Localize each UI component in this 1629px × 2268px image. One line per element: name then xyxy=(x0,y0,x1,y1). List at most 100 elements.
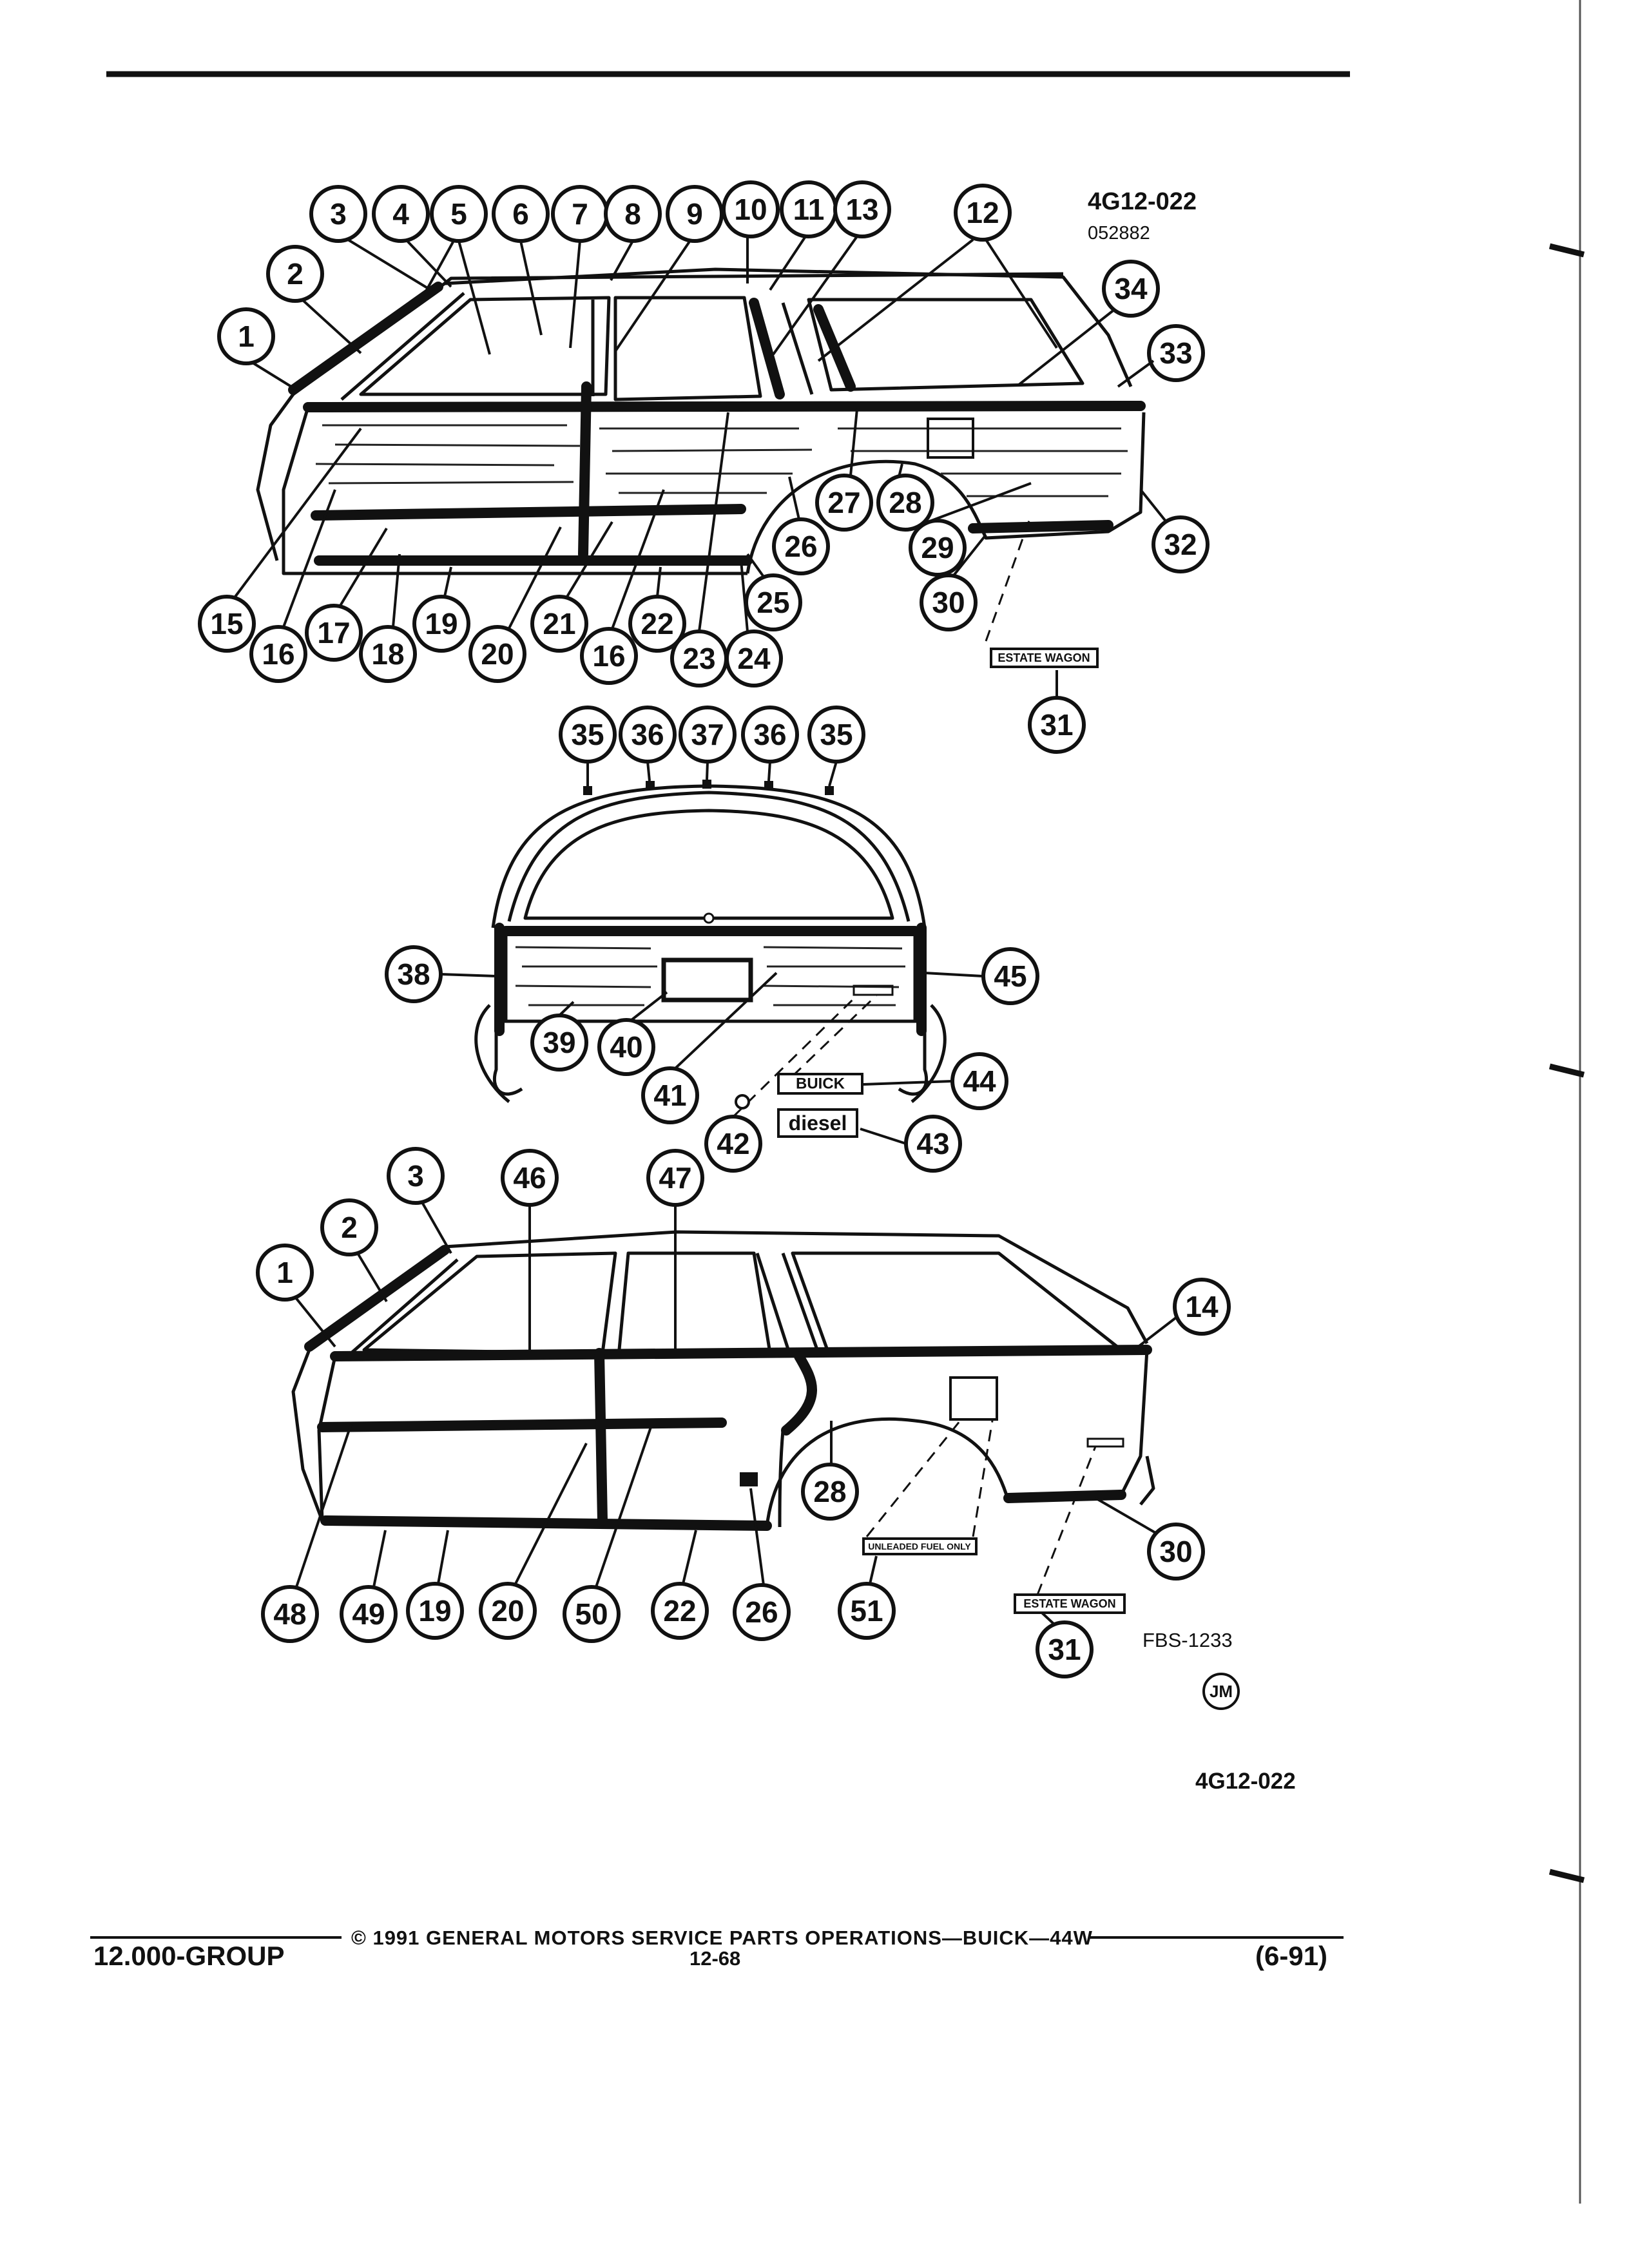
callout-15[interactable]: 15 xyxy=(198,595,256,653)
callout-24[interactable]: 24 xyxy=(725,629,783,687)
callout-18[interactable]: 18 xyxy=(359,625,417,683)
callout-39[interactable]: 39 xyxy=(530,1014,588,1072)
svg-text:46: 46 xyxy=(513,1161,546,1195)
callout-16b[interactable]: 16 xyxy=(580,627,638,685)
callout-36a[interactable]: 36 xyxy=(619,706,677,764)
svg-text:11: 11 xyxy=(793,193,825,226)
callout-34[interactable]: 34 xyxy=(1102,260,1160,318)
margin-mark xyxy=(1548,243,1585,258)
callout-37[interactable]: 37 xyxy=(679,706,737,764)
callout-26[interactable]: 26 xyxy=(772,517,830,575)
callout-13[interactable]: 13 xyxy=(833,180,891,238)
svg-text:28: 28 xyxy=(889,486,921,519)
callout-50[interactable]: 50 xyxy=(563,1585,621,1643)
callout-26-bottom[interactable]: 26 xyxy=(733,1583,791,1641)
callout-28-bottom[interactable]: 28 xyxy=(801,1463,859,1521)
callout-44[interactable]: 44 xyxy=(950,1052,1008,1110)
svg-text:47: 47 xyxy=(659,1161,691,1195)
callout-23[interactable]: 23 xyxy=(670,629,728,687)
svg-text:31: 31 xyxy=(1040,708,1073,742)
callout-1[interactable]: 1 xyxy=(217,307,275,365)
callout-12[interactable]: 12 xyxy=(954,184,1012,242)
estate-wagon-badge-bottom: ESTATE WAGON xyxy=(1014,1593,1126,1614)
svg-text:44: 44 xyxy=(963,1064,996,1098)
callout-8[interactable]: 8 xyxy=(604,185,662,243)
svg-text:40: 40 xyxy=(610,1030,642,1064)
callout-32[interactable]: 32 xyxy=(1152,515,1210,573)
svg-text:7: 7 xyxy=(572,197,588,231)
callout-14[interactable]: 14 xyxy=(1173,1278,1231,1336)
svg-text:19: 19 xyxy=(425,607,458,640)
footer-revision: (6-91) xyxy=(1255,1941,1328,1971)
callout-47[interactable]: 47 xyxy=(646,1149,704,1207)
callout-48[interactable]: 48 xyxy=(261,1585,319,1643)
callout-20-bottom[interactable]: 20 xyxy=(479,1582,537,1640)
callout-9[interactable]: 9 xyxy=(666,185,724,243)
callout-5[interactable]: 5 xyxy=(430,185,488,243)
svg-text:JM: JM xyxy=(1210,1682,1233,1701)
callout-7[interactable]: 7 xyxy=(551,185,609,243)
callout-30[interactable]: 30 xyxy=(920,573,978,631)
callout-27[interactable]: 27 xyxy=(815,474,873,532)
callout-31-bottom[interactable]: 31 xyxy=(1036,1620,1094,1678)
svg-text:1: 1 xyxy=(276,1256,293,1289)
svg-text:41: 41 xyxy=(653,1079,686,1112)
callout-22[interactable]: 22 xyxy=(628,595,686,653)
callout-35b[interactable]: 35 xyxy=(807,706,865,764)
callout-6[interactable]: 6 xyxy=(492,185,550,243)
callout-43[interactable]: 43 xyxy=(904,1115,962,1173)
callout-25[interactable]: 25 xyxy=(744,573,802,631)
callout-2[interactable]: 2 xyxy=(266,245,324,303)
unleaded-badge: UNLEADED FUEL ONLY xyxy=(862,1537,978,1555)
svg-text:19: 19 xyxy=(418,1594,451,1628)
svg-text:6: 6 xyxy=(512,197,529,231)
callout-51[interactable]: 51 xyxy=(838,1582,896,1640)
svg-text:39: 39 xyxy=(543,1026,575,1059)
callout-41[interactable]: 41 xyxy=(641,1066,699,1124)
top-callouts: 1 2 3 4 5 6 7 8 9 10 11 13 12 34 33 32 3… xyxy=(198,180,1210,754)
callout-42[interactable]: 42 xyxy=(704,1115,762,1173)
svg-text:34: 34 xyxy=(1114,272,1148,305)
svg-text:23: 23 xyxy=(682,642,715,675)
callout-20[interactable]: 20 xyxy=(468,625,526,683)
callout-45[interactable]: 45 xyxy=(981,947,1039,1005)
callout-17[interactable]: 17 xyxy=(305,604,363,662)
rear-callouts: 35 36 37 36 35 38 45 39 40 41 42 44 43 xyxy=(385,706,1039,1173)
callout-46[interactable]: 46 xyxy=(501,1149,559,1207)
callout-30-bottom[interactable]: 30 xyxy=(1147,1523,1205,1581)
bottom-side-view xyxy=(291,1230,1155,1531)
callout-28[interactable]: 28 xyxy=(876,474,934,532)
svg-text:43: 43 xyxy=(916,1127,949,1160)
callout-49[interactable]: 49 xyxy=(340,1585,398,1643)
callout-36b[interactable]: 36 xyxy=(741,706,799,764)
callout-22-bottom[interactable]: 22 xyxy=(651,1582,709,1640)
callout-3[interactable]: 3 xyxy=(309,185,367,243)
svg-text:37: 37 xyxy=(691,718,724,751)
svg-text:20: 20 xyxy=(491,1594,524,1628)
bottom-callouts: 3 46 47 2 1 14 28 30 48 49 19 20 50 22 2… xyxy=(256,1147,1231,1678)
callout-1-bottom[interactable]: 1 xyxy=(256,1244,314,1302)
callout-40[interactable]: 40 xyxy=(597,1018,655,1076)
callout-4[interactable]: 4 xyxy=(372,185,430,243)
svg-text:36: 36 xyxy=(753,718,786,751)
svg-text:BUICK: BUICK xyxy=(796,1075,845,1093)
callout-11[interactable]: 11 xyxy=(780,180,838,238)
callout-31[interactable]: 31 xyxy=(1028,696,1086,754)
callout-2-bottom[interactable]: 2 xyxy=(320,1198,378,1256)
callout-10[interactable]: 10 xyxy=(722,180,780,238)
callout-29[interactable]: 29 xyxy=(909,519,967,577)
callout-35a[interactable]: 35 xyxy=(559,706,617,764)
svg-text:UNLEADED FUEL ONLY: UNLEADED FUEL ONLY xyxy=(868,1541,971,1552)
svg-text:17: 17 xyxy=(317,616,350,649)
callout-19-bottom[interactable]: 19 xyxy=(406,1582,464,1640)
rear-view xyxy=(474,780,947,1103)
callout-21[interactable]: 21 xyxy=(530,595,588,653)
callout-3-bottom[interactable]: 3 xyxy=(387,1147,445,1205)
svg-text:38: 38 xyxy=(397,957,430,991)
callout-38[interactable]: 38 xyxy=(385,945,443,1003)
callout-16a[interactable]: 16 xyxy=(249,625,307,683)
callout-33[interactable]: 33 xyxy=(1147,324,1205,382)
svg-text:9: 9 xyxy=(686,197,703,231)
callout-19[interactable]: 19 xyxy=(412,595,470,653)
svg-text:16: 16 xyxy=(262,637,294,671)
